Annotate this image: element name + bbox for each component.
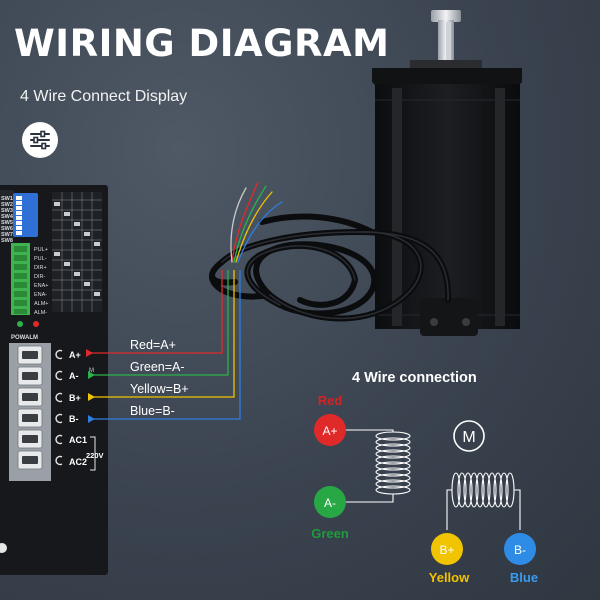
switch-label: SW6 [1,226,13,232]
wire-arrows [86,349,95,423]
wire-label-blue: Blue=B- [130,404,175,418]
power-led [17,321,23,327]
wire-label-red: Red=A+ [130,338,176,352]
switch-label: SW7 [1,232,13,238]
coil-b [446,472,521,530]
switch-label: SW3 [1,208,13,214]
connection-title: 4 Wire connection [352,370,477,386]
wire-ends [230,181,283,263]
terminal-label: A- [69,371,79,381]
color-label-red: Red [318,393,343,408]
signal-label: PUL- [34,256,47,262]
terminal-b-plus: B+ Yellow [429,533,470,585]
terminal-a-minus: A- Green [311,486,349,541]
signal-label: ENA- [34,292,47,298]
signal-label: ALM+ [34,301,49,307]
motor-cable [209,213,452,322]
signal-label: DIR- [34,274,45,280]
signal-label: ALM- [34,310,47,316]
page-title: WIRING DIAGRAM [14,22,390,65]
color-label-green: Green [311,526,349,541]
terminal-label: A+ [69,350,81,360]
alarm-led [33,321,39,327]
power-terminal-block [9,343,51,481]
terminal-label: B- [69,414,79,424]
switch-label: SW1 [1,196,13,202]
wiring-lines [90,270,241,420]
wire-label-yellow: Yellow=B+ [130,382,189,396]
signal-label: DIR+ [34,265,47,271]
signal-label: ENA+ [34,283,49,289]
wire-label-green: Green=A- [130,360,185,374]
page-subtitle: 4 Wire Connect Display [20,88,188,105]
stepper-driver: SW1 SW2 SW3 SW4 SW5 SW6 SW7 SW8 [0,185,108,575]
terminal-label: B+ [69,393,81,403]
sliders-icon [30,130,50,150]
terminal-label: A- [324,496,336,510]
mounting-hole [0,543,7,553]
terminal-label: B- [514,543,526,557]
switch-label: SW8 [1,238,13,244]
settings-table [52,192,102,312]
switch-label: SW2 [1,202,13,208]
terminal-label: A+ [322,424,337,438]
switch-label: SW4 [1,214,14,220]
signal-terminal [11,243,30,315]
terminal-b-minus: B- Blue [504,533,538,585]
terminal-label: AC1 [69,435,87,445]
settings-button[interactable] [22,122,58,158]
signal-label: PUL+ [34,247,48,253]
side-mark: M [89,368,94,374]
terminal-a-plus: Red A+ [314,393,346,446]
switch-label: SW5 [1,220,13,226]
coil-a [346,429,411,503]
color-label-blue: Blue [510,570,538,585]
m-circle-icon: M [462,429,475,446]
terminal-label: AC2 [69,457,87,467]
motor-symbol: M [453,420,485,452]
color-label-yellow: Yellow [429,570,470,585]
voltage-label: 220V [86,451,104,460]
led-label: POWALM [11,335,38,341]
terminal-label: B+ [439,543,454,557]
